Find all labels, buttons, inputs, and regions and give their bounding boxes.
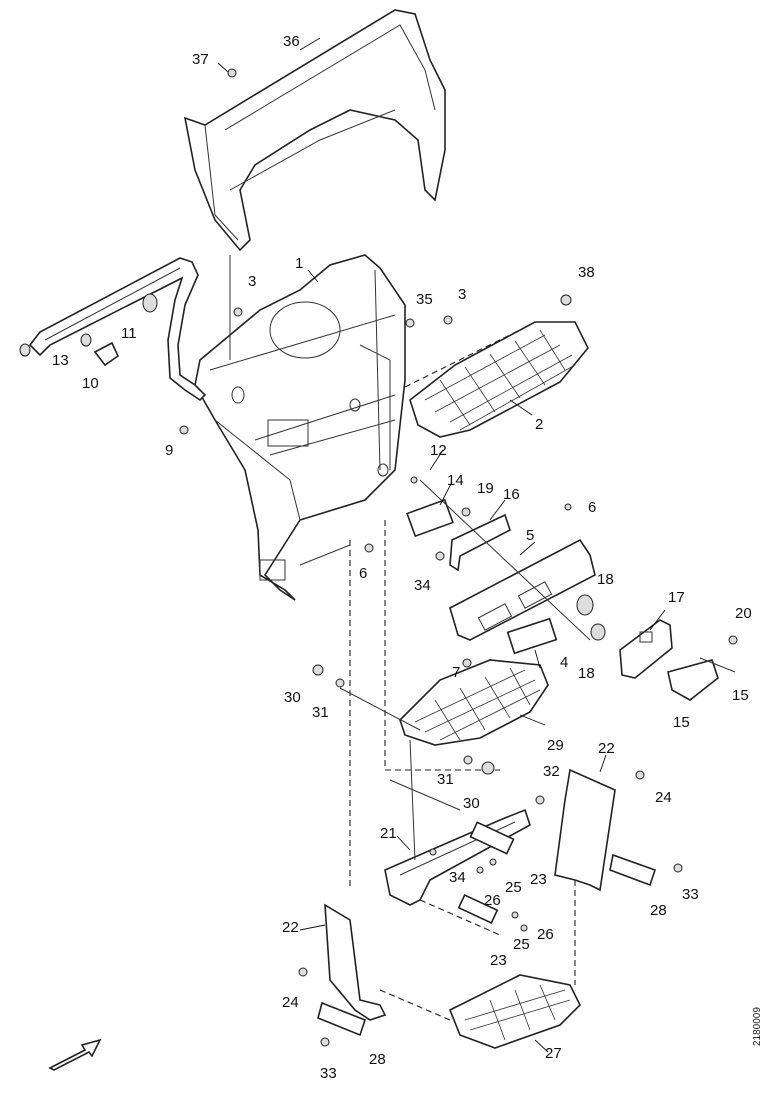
part-4-reflector [506, 617, 558, 655]
label-22-lower: 22 [282, 919, 299, 936]
part-22-mud-shield-right [554, 768, 616, 892]
label-34-upper: 34 [414, 577, 431, 594]
label-17: 17 [668, 589, 685, 606]
part-18-grommet [576, 594, 594, 616]
label-2: 2 [535, 416, 544, 433]
grab-handle-rail [19, 257, 207, 402]
part-36-upper-trim-panel [183, 9, 446, 252]
leader-lines [217, 37, 666, 1053]
label-5: 5 [526, 527, 535, 544]
part-23-plate-lower [457, 893, 499, 925]
front-direction-arrow-icon [48, 1038, 102, 1071]
part-17-lamp-bracket [619, 619, 673, 679]
label-18-upper: 18 [597, 571, 614, 588]
part-5-step-bracket [449, 538, 596, 641]
label-33-lower: 33 [320, 1065, 337, 1082]
label-15-right: 15 [732, 687, 749, 704]
label-20: 20 [735, 605, 752, 622]
label-25-upper: 25 [505, 879, 522, 896]
document-id: 2180009 [752, 1007, 763, 1046]
label-26-upper: 26 [484, 892, 501, 909]
label-29: 29 [547, 737, 564, 754]
label-26-lower: 26 [537, 926, 554, 943]
label-6-right: 6 [588, 499, 597, 516]
part-29-step-tread [399, 659, 549, 746]
label-32: 32 [543, 763, 560, 780]
part-2-upper-step-tread [404, 321, 589, 438]
label-37: 37 [192, 51, 209, 68]
part-28-bracket-left [317, 1001, 366, 1037]
label-31-upper: 31 [312, 704, 329, 721]
assembly-lines [229, 255, 591, 1021]
label-34-lower: 34 [449, 869, 466, 886]
label-33-right: 33 [682, 886, 699, 903]
part-10-bracket [93, 341, 120, 367]
part-22-mud-shield-left [324, 903, 387, 1021]
part-15-lamp [667, 657, 736, 701]
fasteners [179, 68, 738, 1047]
label-22-upper: 22 [598, 740, 615, 757]
label-24-upper: 24 [655, 789, 672, 806]
label-18-lower: 18 [578, 665, 595, 682]
label-23-lower: 23 [490, 952, 507, 969]
label-10: 10 [82, 375, 99, 392]
label-14: 14 [447, 472, 464, 489]
part-28-bracket-right [609, 853, 657, 887]
label-4: 4 [560, 654, 569, 671]
label-35: 35 [416, 291, 433, 308]
label-12: 12 [430, 442, 447, 459]
label-30-upper: 30 [284, 689, 301, 706]
part-13-washer [80, 333, 92, 347]
label-13: 13 [52, 352, 69, 369]
label-1: 1 [295, 255, 304, 272]
part-27-bottom-step-tread [448, 974, 581, 1049]
label-36: 36 [283, 33, 300, 50]
part-16-bracket [449, 513, 511, 572]
label-23-upper: 23 [530, 871, 547, 888]
label-28-right: 28 [650, 902, 667, 919]
label-16: 16 [503, 486, 520, 503]
label-7: 7 [452, 664, 461, 681]
label-25-lower: 25 [513, 936, 530, 953]
label-3-right: 3 [458, 286, 467, 303]
label-11: 11 [121, 325, 137, 342]
label-9: 9 [165, 442, 174, 459]
label-28-lower: 28 [369, 1051, 386, 1068]
label-38: 38 [578, 264, 595, 281]
label-19: 19 [477, 480, 494, 497]
part-23-plate-upper [469, 821, 515, 855]
part-18-grommet-lower [590, 623, 606, 641]
label-15-lower: 15 [673, 714, 690, 731]
label-21: 21 [380, 825, 397, 842]
label-6-left: 6 [359, 565, 368, 582]
part-14-plate [406, 498, 454, 538]
label-24-lower: 24 [282, 994, 299, 1011]
part-1-step-frame [194, 254, 406, 601]
label-27: 27 [545, 1045, 562, 1062]
label-3-left: 3 [248, 273, 257, 290]
label-31-lower: 31 [437, 771, 454, 788]
label-30-lower: 30 [463, 795, 480, 812]
